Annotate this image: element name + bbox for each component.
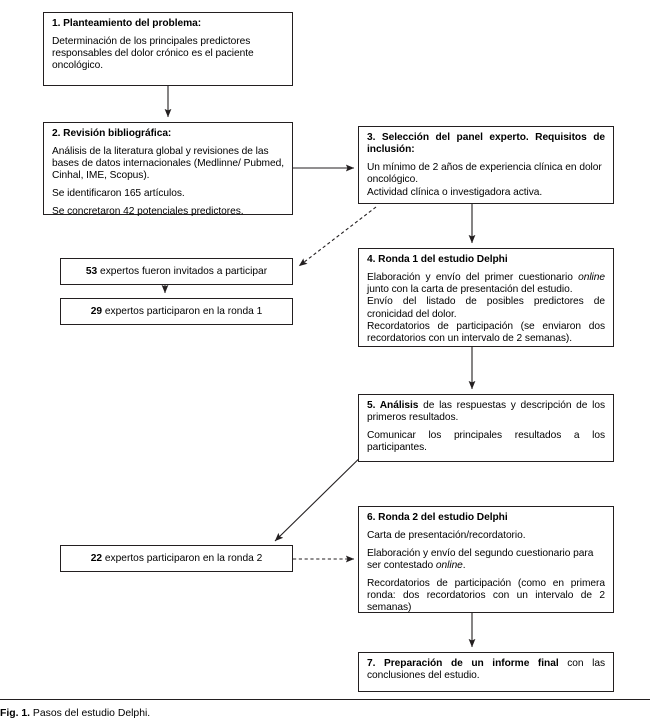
step-6-heading: 6. Ronda 2 del estudio Delphi — [367, 512, 508, 523]
step-2-line-1: Análisis de la literatura global y revis… — [52, 145, 285, 182]
step-box-3: 3. Selección del panel experto. Requisit… — [358, 126, 614, 204]
step-2-line-2: Se identificaron 165 artículos. — [52, 188, 185, 200]
participants-invited-text: expertos fueron invitados a participar — [97, 265, 268, 277]
participants-invited-line: 53 expertos fueron invitados a participa… — [86, 266, 267, 278]
participants-round1-text: expertos participaron en la ronda 1 — [102, 305, 263, 317]
step-6-line-2-post: . — [462, 559, 466, 571]
step-box-6: 6. Ronda 2 del estudio Delphi Carta de p… — [358, 506, 614, 613]
participants-round2-count: 22 — [90, 552, 103, 564]
figure-caption-label: Fig. 1. — [0, 708, 31, 719]
step-5-heading: 5. Análisis — [367, 400, 419, 411]
step-4-line-1-pre: Elaboración y envío del primer cuestiona… — [367, 271, 579, 283]
step-box-4: 4. Ronda 1 del estudio Delphi Elaboració… — [358, 248, 614, 347]
step-5-line-2: Comunicar los principales resultados a l… — [367, 430, 605, 454]
participants-round2-line: 22 expertos participaron en la ronda 2 — [91, 553, 263, 565]
step-box-7: 7. Preparación de un informe final con l… — [358, 652, 614, 692]
participants-round1-count: 29 — [90, 305, 103, 317]
participants-round1-line: 29 expertos participaron en la ronda 1 — [91, 306, 263, 318]
step-4-line-1: Elaboración y envío del primer cuestiona… — [367, 272, 605, 297]
step-5-heading-line: 5. Análisis de las respuestas y descripc… — [367, 400, 605, 425]
step-3-heading: 3. Selección del panel experto. Requisit… — [367, 132, 605, 156]
step-2-line-3: Se concretaron 42 potenciales predictore… — [52, 205, 244, 217]
step-4-heading: 4. Ronda 1 del estudio Delphi — [367, 254, 508, 265]
step-4-line-1-emphasis: online — [578, 271, 605, 283]
figure-caption-text: Pasos del estudio Delphi. — [32, 708, 151, 719]
step-3-line-1: Un mínimo de 2 años de experiencia clíni… — [367, 162, 602, 186]
step-3-line-2: Actividad clínica o investigadora activa… — [367, 186, 543, 198]
step-7-heading-rest: con las conclusiones del estudio. — [367, 658, 605, 682]
figure-caption: Fig. 1. Pasos del estudio Delphi. — [0, 707, 640, 720]
step-7-heading-line: 7. Preparación de un informe final con l… — [367, 658, 605, 683]
step-6-line-2: Elaboración y envío del segundo cuestion… — [367, 548, 605, 573]
step-box-1: 1. Planteamiento del problema: Determina… — [43, 12, 293, 86]
caption-divider — [0, 699, 650, 700]
step-1-body: Determinación de los principales predict… — [52, 35, 254, 72]
step-7-heading: 7. Preparación de un informe final — [367, 658, 559, 669]
step-2-heading: 2. Revisión bibliográfica: — [52, 128, 172, 139]
step-6-line-3: Recordatorios de participación (como en … — [367, 577, 605, 614]
participants-round2-box: 22 expertos participaron en la ronda 2 — [60, 545, 293, 572]
participants-invited-count: 53 — [85, 265, 98, 277]
step-6-line-1: Carta de presentación/recordatorio. — [367, 529, 526, 541]
participants-invited-box: 53 expertos fueron invitados a participa… — [60, 258, 293, 285]
step-box-5: 5. Análisis de las respuestas y descripc… — [358, 394, 614, 462]
step-6-line-2-emphasis: online — [435, 559, 463, 571]
step-1-heading: 1. Planteamiento del problema: — [52, 18, 202, 29]
participants-round1-box: 29 expertos participaron en la ronda 1 — [60, 298, 293, 325]
participants-round2-text: expertos participaron en la ronda 2 — [102, 552, 263, 564]
step-6-line-2-pre: Elaboración y envío del segundo cuestion… — [367, 547, 594, 571]
step-4-line-1-post: junto con la carta de presentación del e… — [367, 284, 573, 296]
step-4-line-3: Recordatorios de participación (se envia… — [367, 320, 605, 345]
step-4-line-2: Envío del listado de posibles predictore… — [367, 296, 605, 320]
step-5-heading-rest: de las respuestas y descripción de los p… — [367, 400, 605, 424]
step-box-2: 2. Revisión bibliográfica: Análisis de l… — [43, 122, 293, 217]
